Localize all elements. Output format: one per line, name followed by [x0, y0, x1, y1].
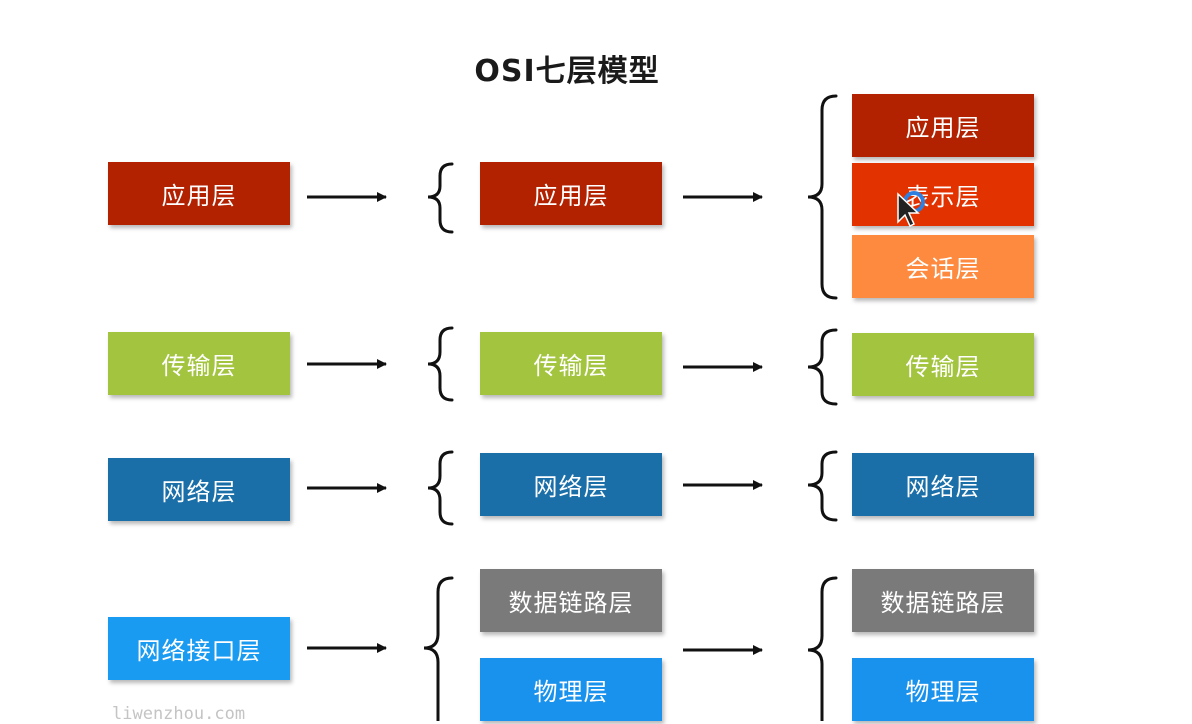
- brace-network-right: [807, 450, 838, 522]
- brace-transport-right: [807, 328, 838, 406]
- right-transport-layer: 传输层: [852, 333, 1034, 396]
- watermark: liwenzhou.com: [112, 704, 246, 724]
- left-network-interface-layer: 网络接口层: [108, 617, 290, 680]
- brace-interface-middle: [423, 576, 454, 721]
- middle-network-layer: 网络层: [480, 453, 662, 516]
- left-application-layer: 应用层: [108, 162, 290, 225]
- right-application-layer: 应用层: [852, 94, 1034, 157]
- middle-application-layer: 应用层: [480, 162, 662, 225]
- diagram-title: OSI七层模型: [474, 54, 660, 89]
- brace-interface-right: [807, 576, 838, 721]
- brace-transport-middle: [427, 326, 454, 402]
- brace-network-middle: [427, 450, 454, 526]
- right-data-link-layer: 数据链路层: [852, 569, 1034, 632]
- brace-application-middle: [427, 162, 454, 234]
- middle-physical-layer: 物理层: [480, 658, 662, 721]
- right-presentation-layer: 表示层: [852, 163, 1034, 226]
- right-physical-layer: 物理层: [852, 658, 1034, 721]
- mouse-cursor-icon: [897, 191, 925, 228]
- left-network-layer: 网络层: [108, 458, 290, 521]
- middle-data-link-layer: 数据链路层: [480, 569, 662, 632]
- brace-application-right: [807, 94, 838, 300]
- right-network-layer: 网络层: [852, 453, 1034, 516]
- middle-transport-layer: 传输层: [480, 332, 662, 395]
- left-transport-layer: 传输层: [108, 332, 290, 395]
- right-session-layer: 会话层: [852, 235, 1034, 298]
